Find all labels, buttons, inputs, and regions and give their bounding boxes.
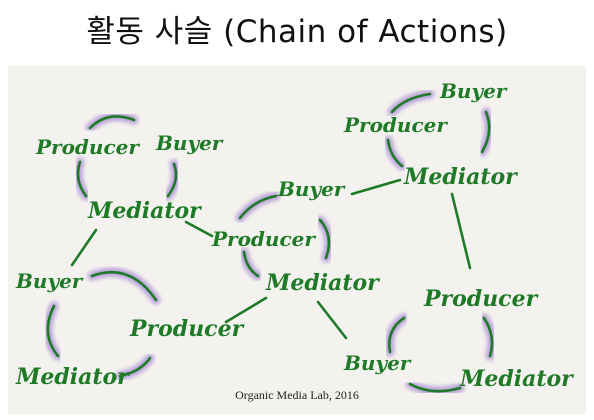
node-producer: Producer	[343, 113, 448, 137]
node-buyer: Buyer	[15, 269, 84, 293]
ring-top-left	[73, 111, 181, 201]
links-layer	[70, 178, 472, 340]
link-tr-mediator-to-br-producer	[450, 192, 472, 270]
node-producer: Producer	[129, 316, 245, 342]
link-center-mediator-to-br-buyer	[316, 300, 348, 340]
node-producer: Producer	[35, 135, 140, 159]
group-bottom-right: Producer Buyer Mediator	[343, 286, 574, 392]
node-mediator: Mediator	[265, 270, 380, 296]
group-top-right: Buyer Producer Mediator	[343, 79, 518, 190]
group-bottom-left: Buyer Producer Mediator	[15, 269, 245, 390]
node-mediator: Mediator	[15, 364, 130, 390]
group-center: Buyer Producer Mediator	[211, 177, 380, 296]
ring-bottom-left	[43, 267, 161, 381]
node-producer: Producer	[211, 227, 316, 251]
node-mediator: Mediator	[403, 164, 518, 190]
node-buyer: Buyer	[439, 79, 508, 103]
credit-caption: Organic Media Lab, 2016	[235, 388, 359, 402]
node-mediator: Mediator	[87, 198, 202, 224]
link-tl-mediator-to-center-producer	[184, 220, 214, 238]
node-buyer: Buyer	[277, 177, 346, 201]
page-title: 활동 사슬 (Chain of Actions)	[86, 14, 508, 50]
node-producer: Producer	[423, 286, 539, 312]
ring-bottom-right	[384, 313, 497, 396]
node-buyer: Buyer	[155, 131, 224, 155]
link-center-buyer-to-tr-mediator	[350, 178, 402, 196]
node-buyer: Buyer	[343, 351, 412, 375]
ring-center	[235, 191, 334, 281]
ring-top-right	[383, 89, 494, 171]
link-center-mediator-to-bl-producer	[224, 296, 268, 324]
group-top-left: Producer Buyer Mediator	[35, 131, 224, 224]
link-tl-mediator-to-bl-buyer	[70, 228, 98, 267]
node-mediator: Mediator	[459, 366, 574, 392]
